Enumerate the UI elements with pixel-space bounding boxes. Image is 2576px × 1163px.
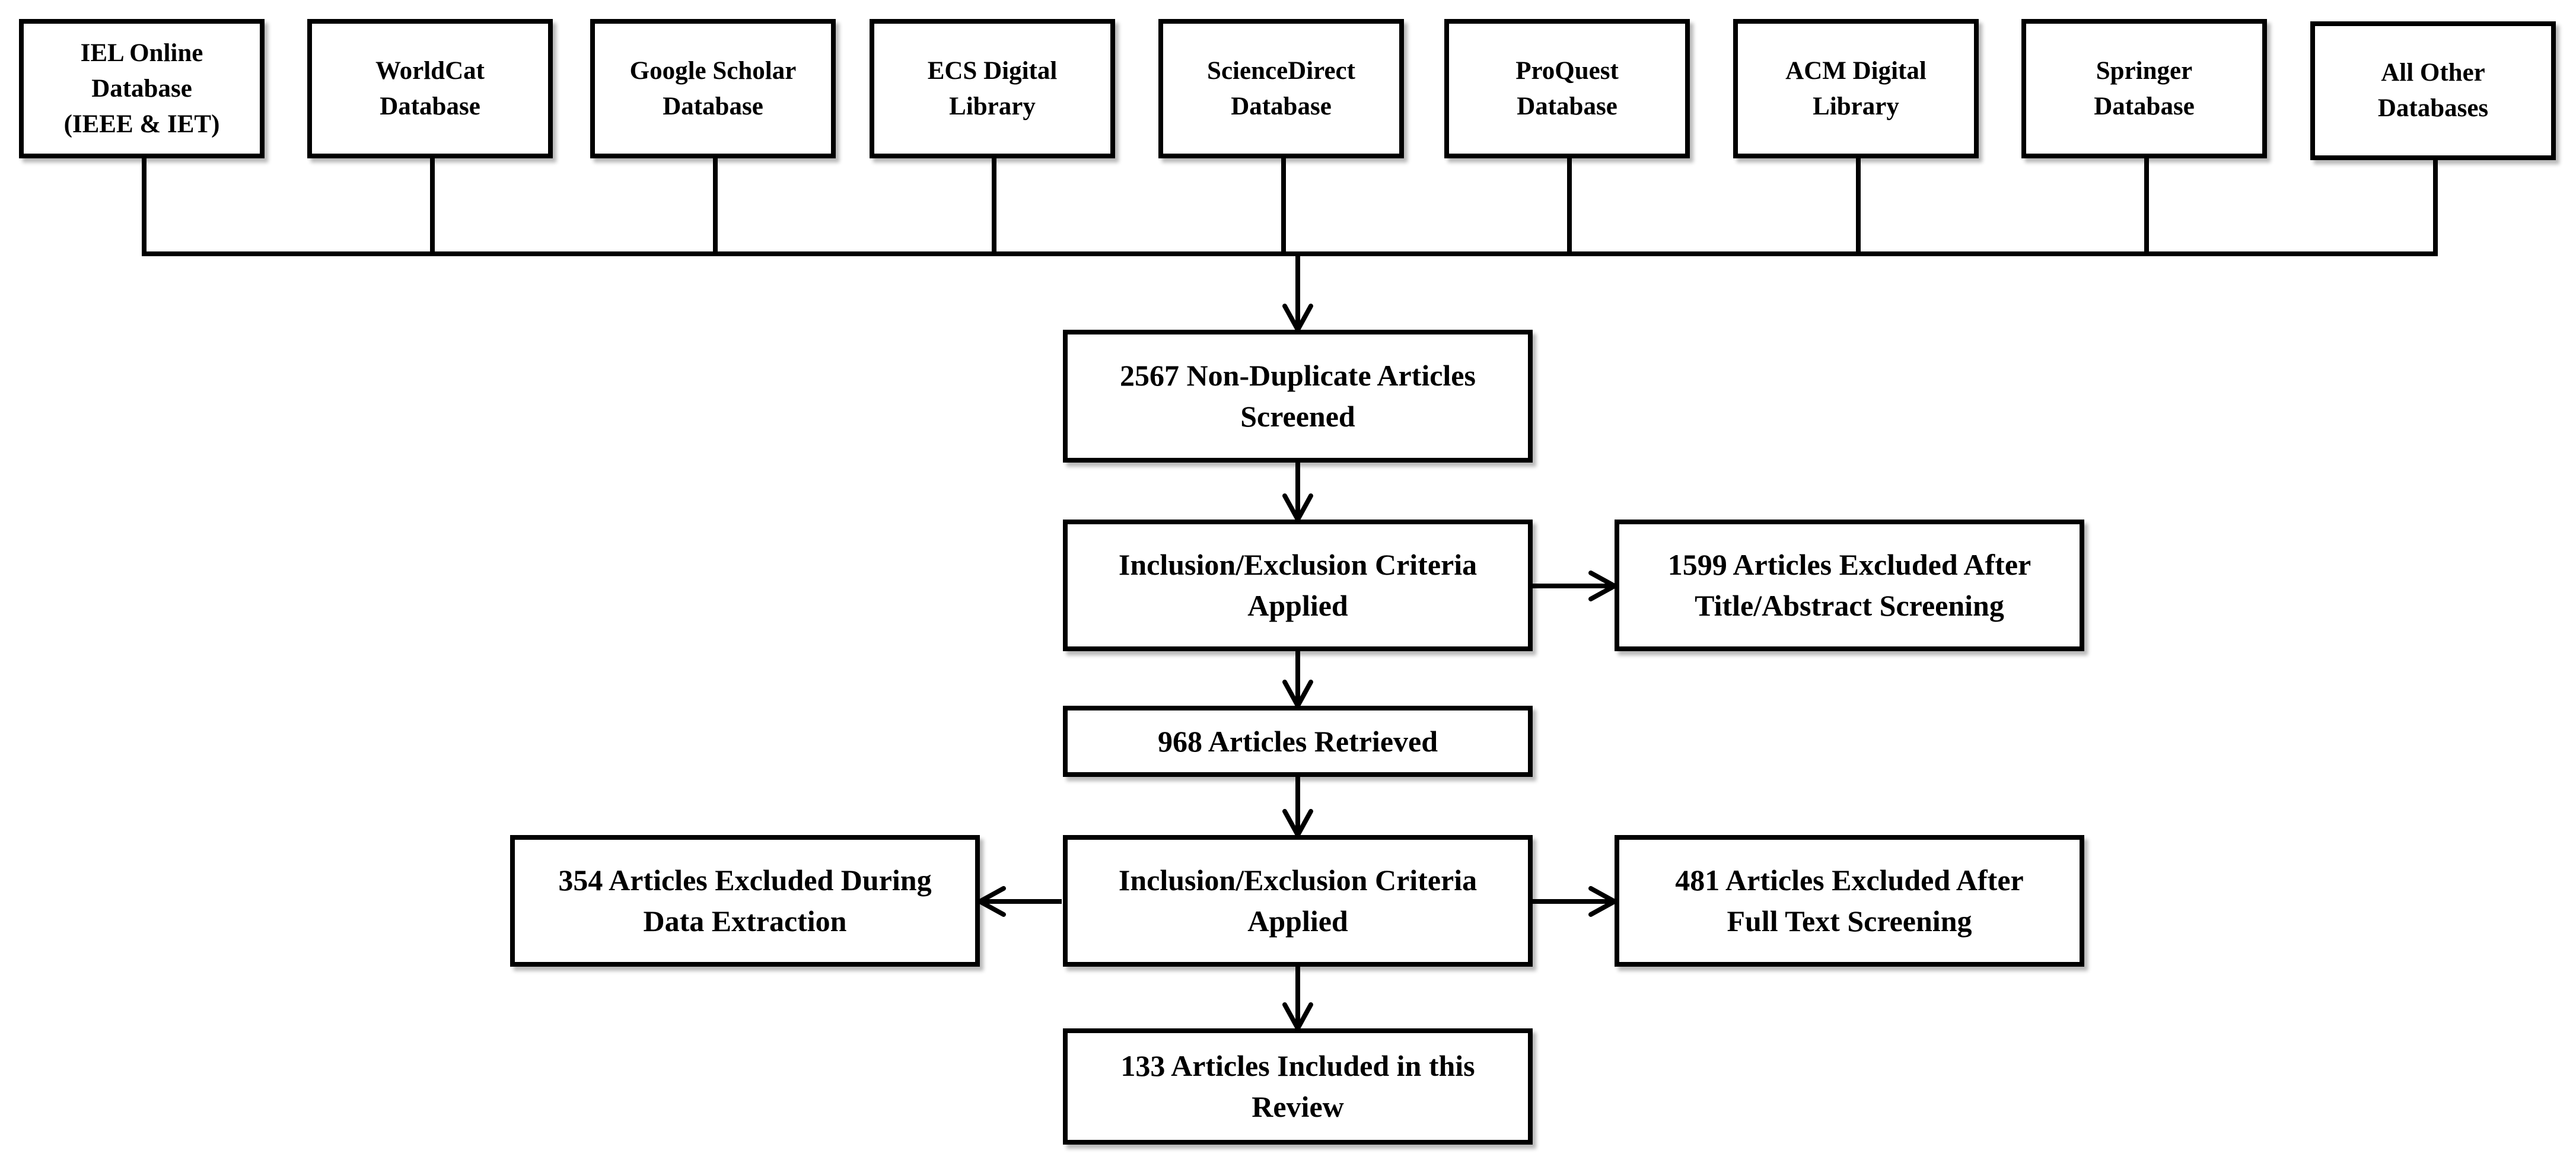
source-label-line: Google Scholar [629, 56, 797, 85]
source-box-acm-digital-library: ACM Digital Library [1733, 19, 1979, 158]
source-label-line: ScienceDirect [1207, 56, 1355, 85]
source-box-all-other-databases: All Other Databases [2310, 21, 2556, 160]
source-label-line: ECS Digital [927, 56, 1058, 85]
source-label-line: IEL Online [80, 39, 203, 67]
box-inclusion-criteria-2: Inclusion/Exclusion Criteria Applied [1063, 835, 1533, 967]
box-inclusion-criteria-1: Inclusion/Exclusion Criteria Applied [1063, 520, 1533, 651]
box-text-line: 354 Articles Excluded During [558, 864, 932, 897]
source-label-line: Library [949, 92, 1036, 120]
box-text-line: 133 Articles Included in this [1120, 1049, 1475, 1082]
source-label-line: Database [91, 74, 192, 103]
source-label-line: All Other [2381, 59, 2485, 87]
box-text-line: 481 Articles Excluded After [1675, 864, 2024, 897]
source-label-line: (IEEE & IET) [63, 110, 220, 138]
box-text-line: Full Text Screening [1727, 904, 1972, 938]
source-box-springer: Springer Database [2021, 19, 2267, 158]
source-label-line: WorldCat [375, 56, 485, 85]
box-excluded-data-extraction: 354 Articles Excluded During Data Extrac… [510, 835, 980, 967]
source-label-line: Databases [2377, 94, 2489, 122]
box-articles-included: 133 Articles Included in this Review [1063, 1028, 1533, 1145]
box-non-duplicate-screened: 2567 Non-Duplicate Articles Screened [1063, 330, 1533, 463]
source-box-google-scholar: Google Scholar Database [590, 19, 836, 158]
box-text-line: Inclusion/Exclusion Criteria [1118, 548, 1478, 581]
box-text-line: Applied [1247, 589, 1348, 622]
box-excluded-full-text: 481 Articles Excluded After Full Text Sc… [1615, 835, 2084, 967]
box-text-line: Data Extraction [643, 904, 847, 938]
source-label-line: Database [1517, 92, 1617, 120]
box-text-line: Inclusion/Exclusion Criteria [1118, 864, 1478, 897]
source-box-proquest: ProQuest Database [1444, 19, 1690, 158]
box-articles-retrieved: 968 Articles Retrieved [1063, 706, 1533, 777]
box-text-line: 1599 Articles Excluded After [1667, 548, 2031, 581]
source-label-line: Database [663, 92, 763, 120]
box-text-line: Title/Abstract Screening [1695, 589, 2004, 622]
source-label-line: Database [1231, 92, 1332, 120]
source-label-line: ACM Digital [1785, 56, 1927, 85]
source-box-iel-online: IEL Online Database (IEEE & IET) [19, 19, 265, 158]
source-label-line: Library [1813, 92, 1899, 120]
source-label-line: Database [2094, 92, 2195, 120]
source-box-ecs-digital-library: ECS Digital Library [870, 19, 1115, 158]
box-excluded-title-abstract: 1599 Articles Excluded After Title/Abstr… [1615, 520, 2084, 651]
source-label-line: ProQuest [1515, 56, 1619, 85]
box-text-line: Screened [1240, 400, 1355, 433]
box-text-line: 2567 Non-Duplicate Articles [1120, 359, 1476, 392]
source-label-line: Springer [2096, 56, 2193, 85]
box-text-line: 968 Articles Retrieved [1157, 724, 1438, 758]
box-text-line: Applied [1247, 904, 1348, 938]
box-text-line: Review [1252, 1090, 1344, 1123]
source-box-worldcat: WorldCat Database [307, 19, 553, 158]
source-label-line: Database [380, 92, 480, 120]
source-box-sciencedirect: ScienceDirect Database [1158, 19, 1404, 158]
